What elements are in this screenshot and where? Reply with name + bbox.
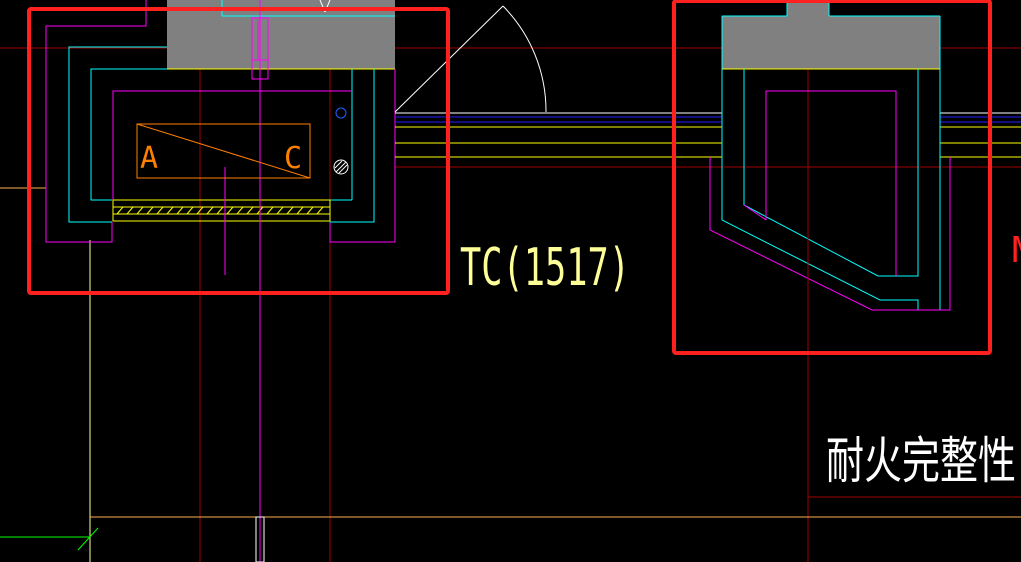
guide-lines <box>0 187 1021 562</box>
label-a: A <box>140 141 158 176</box>
sill-hatched <box>112 199 331 222</box>
window-code-label: TC(1517) <box>460 238 630 298</box>
left-window-detail: A C <box>45 0 396 562</box>
highlight-box-left <box>27 7 450 295</box>
wall-block-right <box>722 16 940 69</box>
fire-integrity-label: 耐火完整性 <box>826 432 1016 490</box>
label-c: C <box>284 141 302 176</box>
right-edge-partial-label: M <box>1012 230 1021 271</box>
wall-block-left <box>167 0 395 69</box>
ac-box <box>136 123 311 179</box>
small-blue-circle-icon <box>335 107 347 119</box>
right-window-detail <box>709 0 951 311</box>
highlight-box-right <box>672 0 992 355</box>
hatched-circle-icon <box>333 159 349 175</box>
